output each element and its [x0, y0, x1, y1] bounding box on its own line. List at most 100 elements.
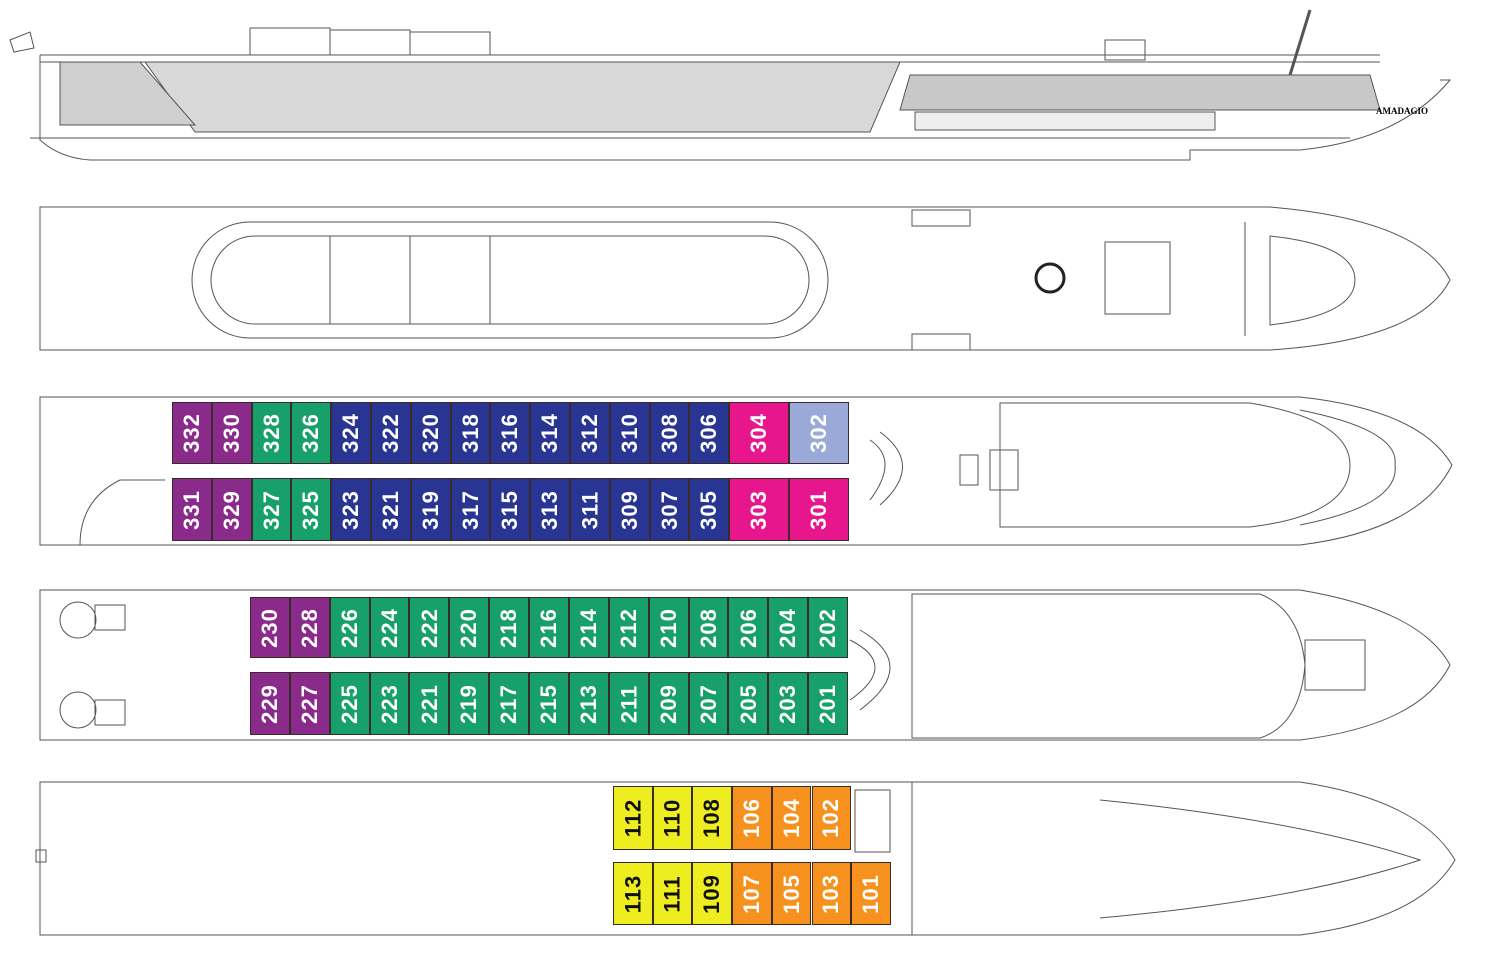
cabin-number: 104 — [778, 798, 804, 838]
cabin-303[interactable]: 303 — [729, 478, 789, 541]
cabin-101[interactable]: 101 — [851, 862, 891, 925]
cabin-108[interactable]: 108 — [692, 786, 733, 850]
cabin-319[interactable]: 319 — [410, 478, 451, 541]
cabin-220[interactable]: 220 — [449, 597, 490, 658]
cabin-number: 208 — [695, 607, 721, 648]
cabin-217[interactable]: 217 — [489, 672, 530, 735]
cabin-number: 220 — [456, 607, 482, 648]
cabin-327[interactable]: 327 — [251, 478, 292, 541]
cabin-225[interactable]: 225 — [329, 672, 370, 735]
cabin-227[interactable]: 227 — [289, 672, 330, 735]
cabin-321[interactable]: 321 — [371, 478, 411, 541]
cabin-number: 203 — [775, 683, 801, 724]
cabin-102[interactable]: 102 — [811, 786, 852, 850]
cabin-219[interactable]: 219 — [449, 672, 490, 735]
cabin-number: 210 — [655, 607, 681, 648]
cabin-209[interactable]: 209 — [648, 672, 689, 735]
cabin-309[interactable]: 309 — [609, 478, 650, 541]
cabin-number: 327 — [258, 489, 284, 530]
cabin-206[interactable]: 206 — [728, 597, 769, 658]
cabin-number: 221 — [416, 683, 442, 724]
cabin-number: 230 — [256, 607, 282, 648]
cabin-318[interactable]: 318 — [450, 402, 491, 464]
cabin-103[interactable]: 103 — [811, 862, 852, 925]
cabin-213[interactable]: 213 — [568, 672, 609, 735]
cabin-number: 206 — [735, 607, 761, 648]
cabin-number: 218 — [496, 607, 522, 648]
cabin-312[interactable]: 312 — [570, 402, 610, 464]
cabin-310[interactable]: 310 — [609, 402, 650, 464]
cabin-214[interactable]: 214 — [568, 597, 609, 658]
cabin-number: 219 — [456, 683, 482, 724]
cabin-314[interactable]: 314 — [530, 402, 570, 464]
cabin-104[interactable]: 104 — [771, 786, 812, 850]
cabin-226[interactable]: 226 — [329, 597, 370, 658]
cabin-215[interactable]: 215 — [529, 672, 569, 735]
cabin-number: 223 — [376, 683, 402, 724]
cabin-320[interactable]: 320 — [410, 402, 451, 464]
cabin-325[interactable]: 325 — [291, 478, 332, 541]
cabin-228[interactable]: 228 — [289, 597, 330, 658]
cabin-211[interactable]: 211 — [608, 672, 649, 735]
cabin-304[interactable]: 304 — [729, 402, 789, 464]
cabin-number: 320 — [417, 413, 443, 453]
cabin-223[interactable]: 223 — [369, 672, 410, 735]
cabin-330[interactable]: 330 — [211, 402, 252, 464]
sun-deck-outline — [39, 206, 1451, 351]
cabin-number: 207 — [695, 683, 721, 724]
cabin-203[interactable]: 203 — [768, 672, 809, 735]
cabin-204[interactable]: 204 — [768, 597, 809, 658]
cabin-number: 331 — [178, 489, 204, 530]
cabin-number: 225 — [336, 683, 362, 724]
cabin-305[interactable]: 305 — [689, 478, 730, 541]
cabin-302[interactable]: 302 — [788, 402, 849, 464]
cabin-207[interactable]: 207 — [688, 672, 729, 735]
cabin-308[interactable]: 308 — [649, 402, 690, 464]
cabin-number: 209 — [655, 683, 681, 724]
cabin-210[interactable]: 210 — [648, 597, 689, 658]
cabin-208[interactable]: 208 — [688, 597, 729, 658]
cabin-218[interactable]: 218 — [489, 597, 530, 658]
cabin-113[interactable]: 113 — [613, 862, 653, 925]
cabin-306[interactable]: 306 — [689, 402, 730, 464]
cabin-number: 105 — [778, 873, 804, 914]
cabin-111[interactable]: 111 — [652, 862, 693, 925]
cabin-222[interactable]: 222 — [409, 597, 450, 658]
cabin-311[interactable]: 311 — [570, 478, 610, 541]
cabin-313[interactable]: 313 — [530, 478, 570, 541]
cabin-331[interactable]: 331 — [172, 478, 212, 541]
cabin-number: 323 — [338, 489, 364, 530]
cabin-112[interactable]: 112 — [613, 786, 653, 850]
cabin-301[interactable]: 301 — [788, 478, 849, 541]
cabin-317[interactable]: 317 — [450, 478, 491, 541]
cabin-110[interactable]: 110 — [652, 786, 693, 850]
cabin-number: 111 — [659, 874, 685, 913]
cabin-329[interactable]: 329 — [211, 478, 252, 541]
cabin-316[interactable]: 316 — [490, 402, 531, 464]
cabin-number: 227 — [296, 683, 322, 724]
cabin-106[interactable]: 106 — [732, 786, 772, 850]
cabin-229[interactable]: 229 — [250, 672, 290, 735]
cabin-323[interactable]: 323 — [331, 478, 371, 541]
cabin-221[interactable]: 221 — [409, 672, 450, 735]
cabin-201[interactable]: 201 — [808, 672, 849, 735]
cabin-202[interactable]: 202 — [808, 597, 849, 658]
cabin-105[interactable]: 105 — [771, 862, 812, 925]
cabin-109[interactable]: 109 — [692, 862, 733, 925]
cabin-332[interactable]: 332 — [172, 402, 212, 464]
cabin-315[interactable]: 315 — [490, 478, 531, 541]
cabin-number: 316 — [497, 413, 523, 453]
cabin-328[interactable]: 328 — [251, 402, 292, 464]
cabin-307[interactable]: 307 — [649, 478, 690, 541]
cabin-107[interactable]: 107 — [732, 862, 772, 925]
cabin-number: 330 — [218, 413, 244, 453]
cabin-322[interactable]: 322 — [371, 402, 411, 464]
cabin-224[interactable]: 224 — [369, 597, 410, 658]
cabin-326[interactable]: 326 — [291, 402, 332, 464]
cabin-216[interactable]: 216 — [529, 597, 569, 658]
cabin-324[interactable]: 324 — [331, 402, 371, 464]
cabin-number: 332 — [178, 413, 204, 453]
cabin-230[interactable]: 230 — [250, 597, 290, 658]
cabin-205[interactable]: 205 — [728, 672, 769, 735]
cabin-212[interactable]: 212 — [608, 597, 649, 658]
